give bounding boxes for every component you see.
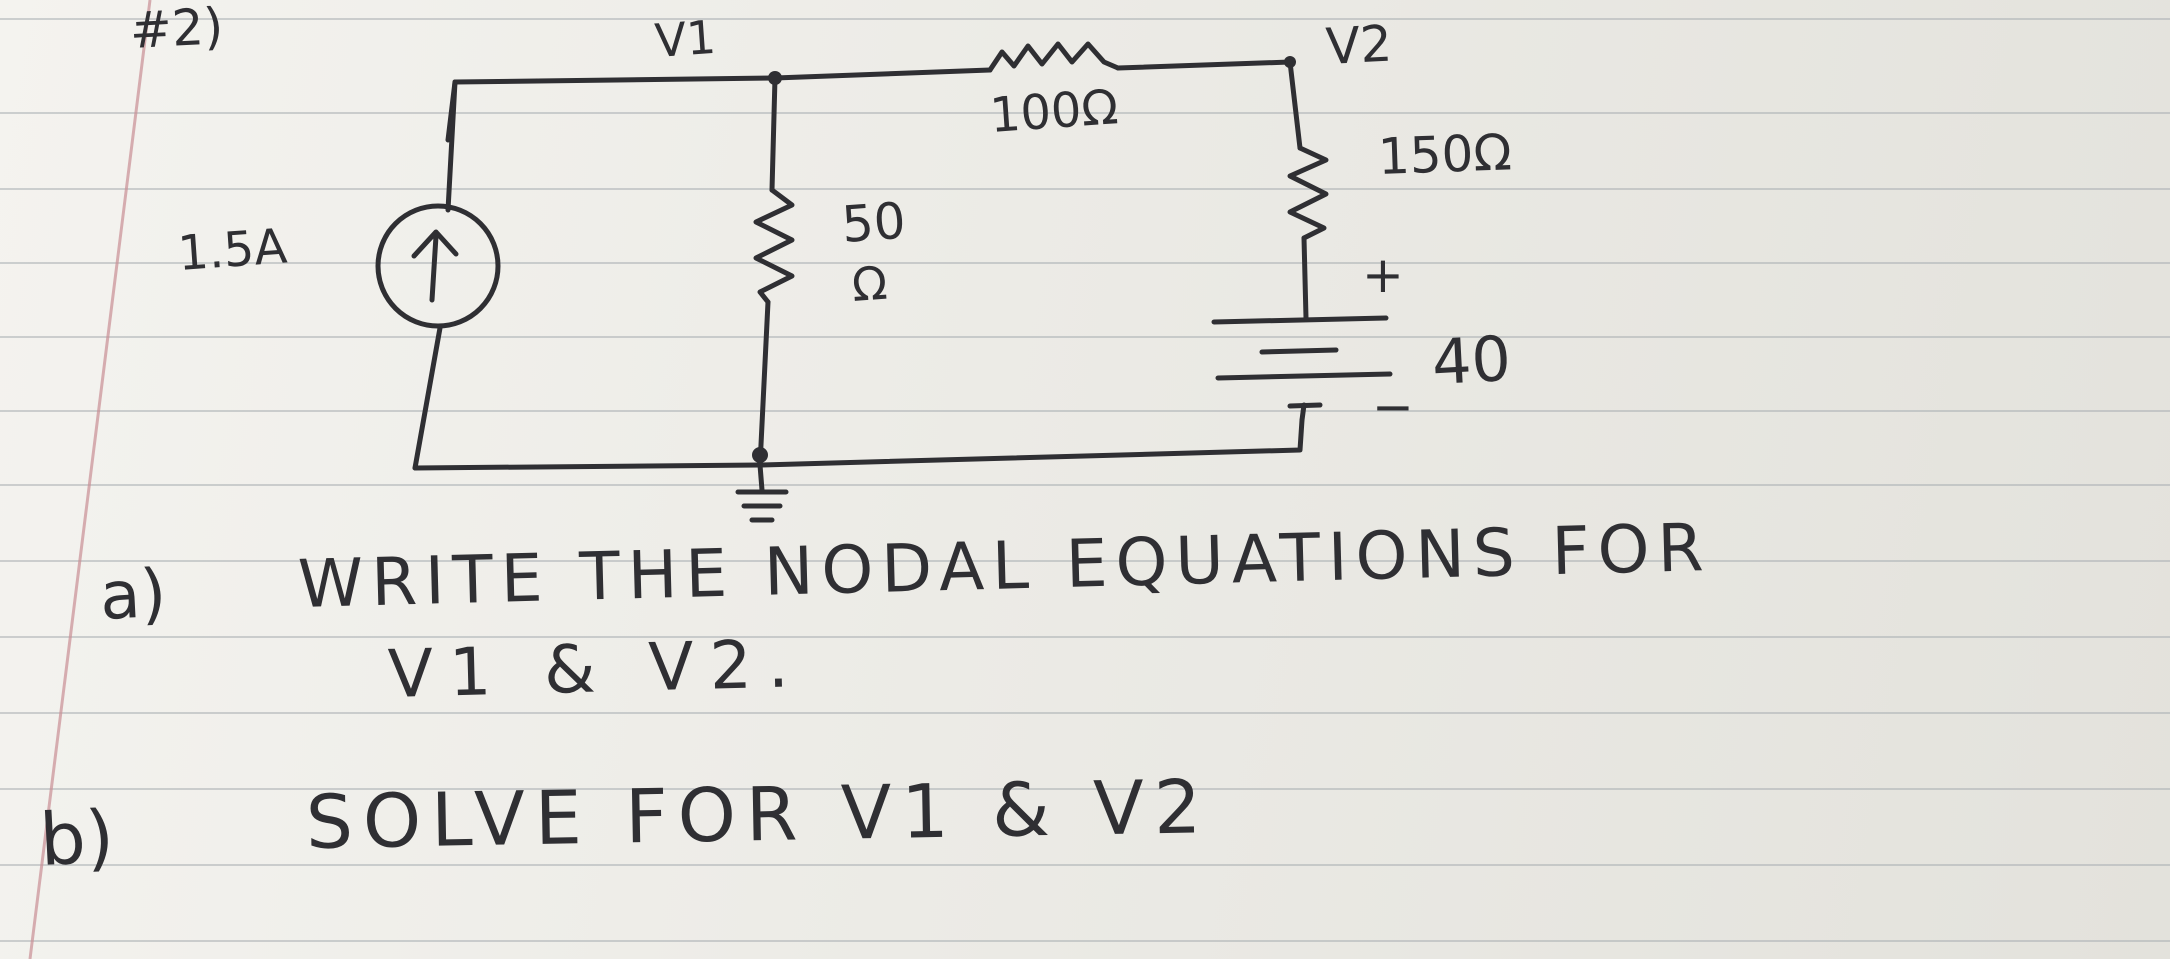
ruled-line (0, 940, 2170, 942)
node-dot-v1 (768, 71, 782, 85)
battery-plus-label: + (1362, 246, 1404, 304)
resistor-150-label: 150Ω (1376, 123, 1513, 186)
wire-top-middle (772, 59, 1293, 81)
resistor-150-zigzag (1287, 145, 1329, 241)
battery-value-label: 40 (1430, 321, 1513, 399)
wire-middle-upper (769, 75, 778, 193)
wire-bottom (412, 417, 1305, 471)
ruled-line (0, 336, 2170, 338)
node-dot-bottom (752, 447, 768, 463)
current-source-arrow (411, 229, 459, 303)
wire-right-middle (1301, 235, 1309, 321)
ruled-line (0, 18, 2170, 20)
resistor-100-zigzag (987, 41, 1121, 73)
node-label-v1: V1 (653, 9, 718, 68)
wire-right-lower (1299, 402, 1307, 423)
resistor-100-label: 100Ω (988, 79, 1120, 144)
battery-minus-label: − (1372, 378, 1414, 436)
wire-left-upper (445, 79, 458, 213)
problem-number: #2) (128, 0, 225, 60)
wire-left-lower (412, 325, 443, 471)
wire-top-left (445, 75, 778, 143)
ruled-line (0, 788, 2170, 790)
battery-plate-1 (1211, 315, 1389, 325)
ruled-line (0, 712, 2170, 714)
ground-symbol (735, 462, 789, 523)
ruled-line (0, 410, 2170, 412)
task-b-label: b) (37, 794, 116, 882)
battery-plate-2 (1259, 347, 1339, 355)
ruled-line (0, 188, 2170, 190)
node-label-v2: V2 (1324, 14, 1394, 76)
wire-middle-lower (757, 299, 771, 468)
ruled-line (0, 262, 2170, 264)
ruled-line (0, 484, 2170, 486)
wire-right-upper (1287, 59, 1303, 151)
task-b-text: SOLVE FOR V1 & V2 (305, 764, 1212, 866)
resistor-50-value: 50 (839, 191, 908, 254)
ruled-line (0, 112, 2170, 114)
resistor-50-unit: Ω (850, 255, 889, 312)
battery-plate-3 (1215, 371, 1393, 381)
task-a-label: a) (97, 554, 169, 635)
ruled-line (0, 864, 2170, 866)
current-source-circle (375, 203, 501, 329)
ruled-line (0, 560, 2170, 562)
current-source-label: 1.5A (176, 218, 289, 282)
resistor-50-zigzag (753, 187, 795, 305)
ruled-line (0, 636, 2170, 638)
task-a-line-2: V1 & V2. (386, 625, 806, 713)
